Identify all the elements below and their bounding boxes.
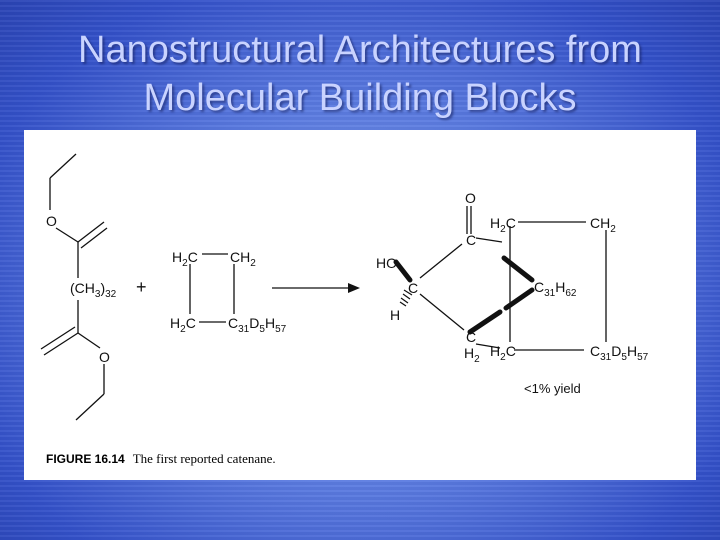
product-h: H	[390, 307, 400, 323]
product-c-mid: C	[408, 280, 418, 296]
figure-caption-text: The first reported catenane.	[132, 451, 276, 466]
catenane-figure: O (CH3)32 O + H2C CH2 H2C C31D5H57	[40, 153, 649, 421]
reactant2-h2c-top: H2C	[172, 249, 198, 269]
product-c-top: C	[466, 232, 476, 248]
plus-sign: +	[136, 277, 147, 297]
product-bonds	[419, 206, 607, 351]
product-c31d5h57: C31D5H57	[590, 343, 649, 363]
product-hashed-bond	[399, 289, 413, 307]
figure-caption-label: FIGURE 16.14	[46, 452, 125, 466]
product-bold-bonds	[393, 255, 535, 335]
reactant2-c31d5h57: C31D5H57	[228, 315, 287, 335]
product-h2-bottom: H2	[464, 345, 480, 365]
reactant1-chain: (CH3)32	[70, 280, 117, 300]
product-c31h62: C31H62	[534, 279, 577, 299]
reactant1-o-bottom: O	[99, 349, 110, 365]
reactant2-bonds	[189, 253, 235, 323]
yield-label: <1% yield	[524, 381, 581, 396]
product-h2c-top-left: H2C	[490, 215, 516, 235]
slide-title: Nanostructural Architectures from Molecu…	[0, 26, 720, 122]
product-c-bottom: C	[466, 329, 476, 345]
product-ch2-top-right: CH2	[590, 215, 616, 235]
figure-panel: O (CH3)32 O + H2C CH2 H2C C31D5H57	[24, 130, 696, 480]
reactant2-ch2-top: CH2	[230, 249, 256, 269]
slide-title-line1: Nanostructural Architectures from	[78, 29, 642, 71]
reactant1-o-top: O	[46, 213, 57, 229]
reaction-arrow	[272, 283, 360, 293]
product-ho: HO	[376, 255, 397, 271]
reactant2-h2c-bottom: H2C	[170, 315, 196, 335]
product-h2c-bottom-left: H2C	[490, 343, 516, 363]
product-o: O	[465, 190, 476, 206]
slide-title-line2: Molecular Building Blocks	[143, 77, 577, 119]
figure-caption: FIGURE 16.14 The first reported catenane.	[46, 451, 276, 467]
reactant1-bonds	[40, 153, 108, 421]
